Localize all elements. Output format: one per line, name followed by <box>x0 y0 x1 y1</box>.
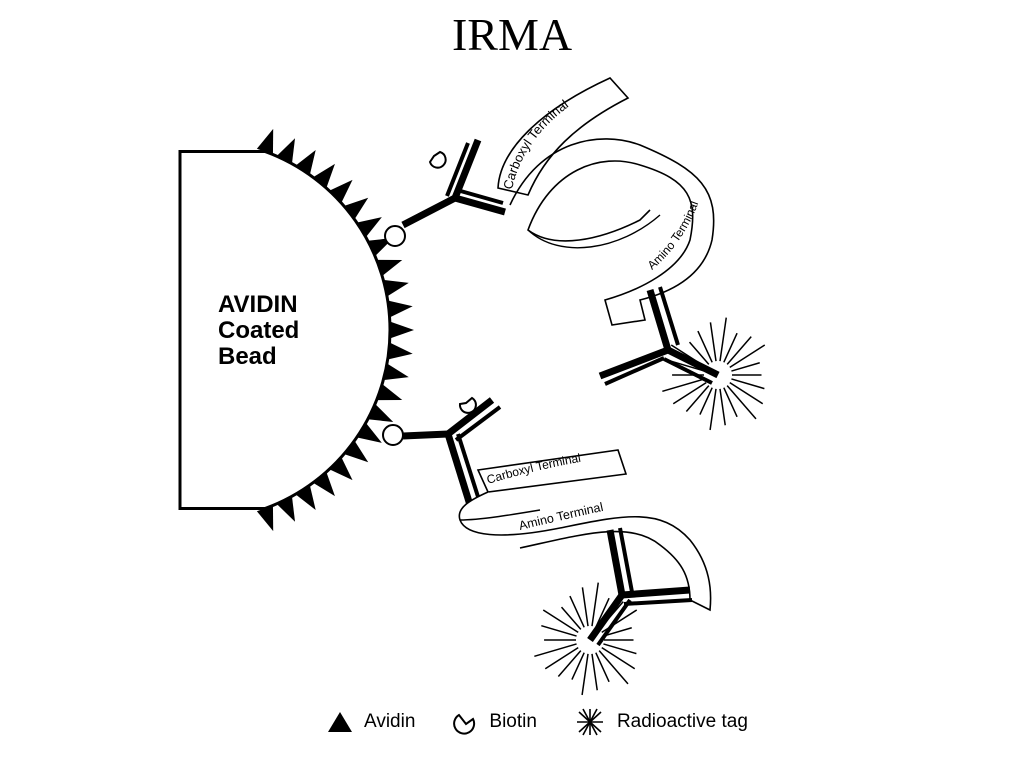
legend-item-radioactive-tag: Radioactive tag <box>573 707 748 737</box>
avidin-icon <box>383 363 409 381</box>
avidin-icon <box>356 217 382 238</box>
avidin-icon <box>295 485 316 511</box>
radioactive-tag-icon <box>534 582 638 696</box>
avidin-icon <box>313 471 335 497</box>
avidin-icon <box>356 422 382 443</box>
legend-label-tag: Radioactive tag <box>616 711 748 732</box>
avidin-icon <box>376 259 403 276</box>
upper-amino-label: Amino Terminal <box>645 199 702 272</box>
lower-capture-antibody <box>382 396 502 507</box>
legend-item-avidin: Avidin <box>326 710 415 734</box>
avidin-triangle-icon <box>328 712 352 732</box>
lower-antigen-ribbon: Carboxyl Terminal Amino Terminal <box>458 449 712 612</box>
upper-capture-antibody <box>384 138 506 247</box>
avidin-coated-bead <box>178 128 414 532</box>
biotin-icon <box>453 713 476 735</box>
bead-label-line1: AVIDIN <box>218 291 298 318</box>
legend-item-biotin: Biotin <box>451 709 537 735</box>
avidin-icon <box>256 128 274 155</box>
biotin-icon <box>382 424 404 446</box>
avidin-icon <box>343 440 369 463</box>
avidin-icon <box>343 197 369 220</box>
avidin-icon <box>329 457 353 481</box>
avidin-icon <box>276 496 296 522</box>
avidin-icon <box>387 300 413 318</box>
upper-antigen-ribbon: Carboxyl Terminal Amino Terminal <box>497 77 715 326</box>
legend-label-biotin: Biotin <box>489 711 537 732</box>
legend-label-avidin: Avidin <box>364 711 416 732</box>
radioactive-tag-icon <box>662 317 766 431</box>
avidin-icon <box>367 403 394 422</box>
biotin-icon <box>384 225 406 247</box>
legend: Avidin Biotin Radioactive tag <box>326 704 784 740</box>
biotin-icon <box>458 396 477 414</box>
slide-title: IRMA <box>451 9 573 60</box>
avidin-icon <box>295 149 316 175</box>
avidin-icon <box>276 138 296 164</box>
biotin-icon <box>428 150 447 169</box>
bead-label-line2: Coated <box>218 317 300 344</box>
lower-tagged-antibody <box>534 527 693 696</box>
avidin-icon <box>313 163 335 189</box>
avidin-icon <box>389 321 414 339</box>
radioactive-tag-icon <box>576 708 603 736</box>
upper-tagged-antibody <box>598 286 766 431</box>
avidin-icon <box>383 279 409 297</box>
bead-label: AVIDIN Coated Bead <box>218 292 299 370</box>
avidin-icon <box>376 384 403 401</box>
avidin-icon <box>329 179 353 203</box>
avidin-icon <box>256 505 274 532</box>
avidin-icon <box>387 342 413 360</box>
bead-label-line3: Bead <box>218 343 277 370</box>
